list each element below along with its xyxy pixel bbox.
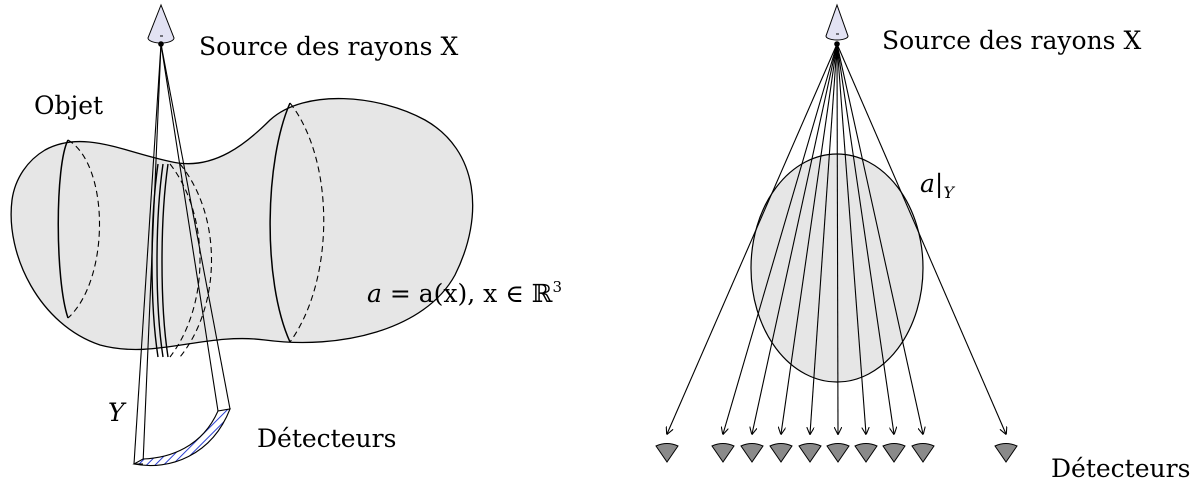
ray-1 — [667, 43, 838, 434]
function-rhs: a(x), x ∈ ℝ — [418, 279, 553, 308]
restriction-bar: | — [934, 169, 944, 198]
detector-6 — [826, 443, 850, 463]
left-rays — [133, 43, 231, 465]
right-panel — [655, 3, 1018, 463]
right-source-icon — [825, 3, 849, 41]
restriction-sub: Y — [943, 183, 954, 202]
ray-9 — [836, 43, 923, 434]
right-source-label: Source des rayons X — [882, 26, 1142, 55]
ray-6 — [837, 43, 838, 434]
right-rays — [667, 41, 1006, 434]
function-exponent: 3 — [552, 278, 562, 296]
ray-8 — [836, 43, 894, 434]
left-source-icon — [147, 3, 175, 47]
left-detector-arc — [132, 408, 231, 467]
right-detectors-label: Détecteurs — [1051, 454, 1191, 483]
cross-section-right — [269, 102, 325, 343]
object-label: Objet — [34, 91, 104, 120]
ray-2 — [723, 43, 838, 434]
cross-section-left — [57, 139, 100, 319]
right-source-point — [834, 41, 840, 47]
left-source-label: Source des rayons X — [199, 32, 459, 61]
ray-4 — [781, 43, 838, 434]
restriction-a: a — [920, 169, 935, 198]
detector-1 — [655, 443, 679, 463]
object-function-label: a = a(x), x ∈ ℝ3 — [367, 278, 562, 308]
object-shape — [10, 97, 474, 351]
function-eq: = — [381, 279, 419, 308]
ray-10 — [836, 43, 1006, 434]
detector-8 — [882, 443, 906, 463]
function-lhs: a — [367, 279, 382, 308]
detector-7 — [854, 443, 878, 463]
detector-3 — [740, 443, 764, 463]
ray-5 — [810, 43, 838, 434]
detector-10 — [994, 443, 1018, 463]
ray-3 — [752, 43, 838, 434]
detector-2 — [711, 443, 735, 463]
detector-5 — [798, 443, 822, 463]
ray-7 — [836, 43, 866, 434]
left-detectors-label: Détecteurs — [257, 424, 397, 453]
right-detectors — [655, 443, 1018, 463]
section-y-label: Y — [108, 398, 125, 427]
left-panel — [10, 3, 474, 467]
restriction-label: a|Y — [920, 169, 954, 201]
detector-4 — [769, 443, 793, 463]
detector-9 — [911, 443, 935, 463]
